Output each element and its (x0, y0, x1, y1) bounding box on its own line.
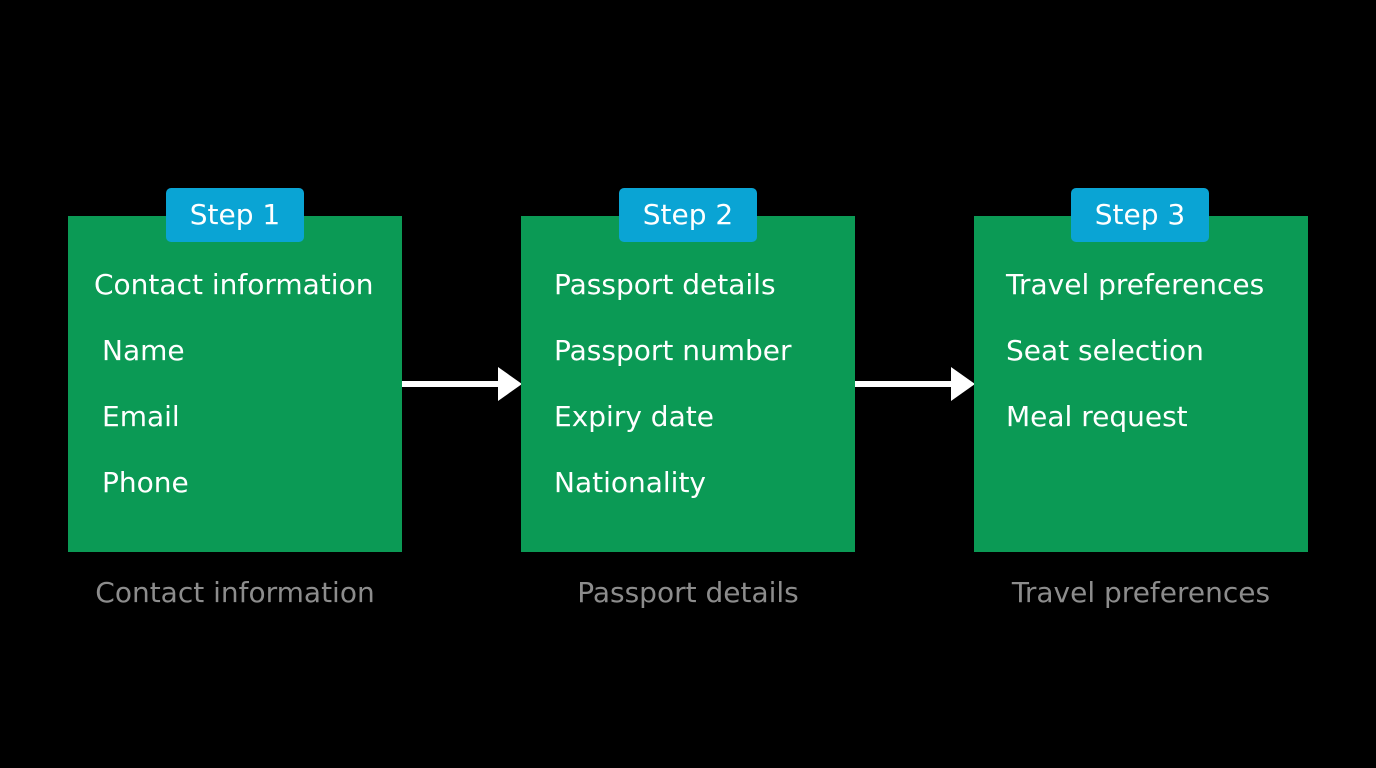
step-3-card: Step 3 Travel preferences Seat selection… (974, 188, 1308, 552)
step-2-item-nationality: Nationality (554, 466, 707, 499)
arrow-right-icon (855, 367, 975, 401)
step-1-item-name: Name (102, 334, 185, 367)
arrow-right-icon (402, 367, 522, 401)
step-1-caption: Contact information (95, 576, 375, 609)
step-2-badge: Step 2 (619, 188, 757, 242)
step-1-badge: Step 1 (166, 188, 304, 242)
step-1-item-phone: Phone (102, 466, 189, 499)
step-3-item-heading: Travel preferences (1006, 268, 1265, 301)
step-3-item-meal-request: Meal request (1006, 400, 1188, 433)
step-2-item-heading: Passport details (554, 268, 776, 301)
step-1-item-email: Email (102, 400, 180, 433)
step-3-badge: Step 3 (1071, 188, 1209, 242)
step-2-card: Step 2 Passport details Passport number … (521, 188, 855, 552)
step-2-item-expiry-date: Expiry date (554, 400, 714, 433)
step-2-item-passport-number: Passport number (554, 334, 792, 367)
step-1-item-heading: Contact information (94, 268, 374, 301)
step-1-card: Step 1 Contact information Name Email Ph… (68, 188, 402, 552)
step-3-item-seat-selection: Seat selection (1006, 334, 1204, 367)
step-2-caption: Passport details (577, 576, 799, 609)
step-3-caption: Travel preferences (1011, 576, 1271, 609)
